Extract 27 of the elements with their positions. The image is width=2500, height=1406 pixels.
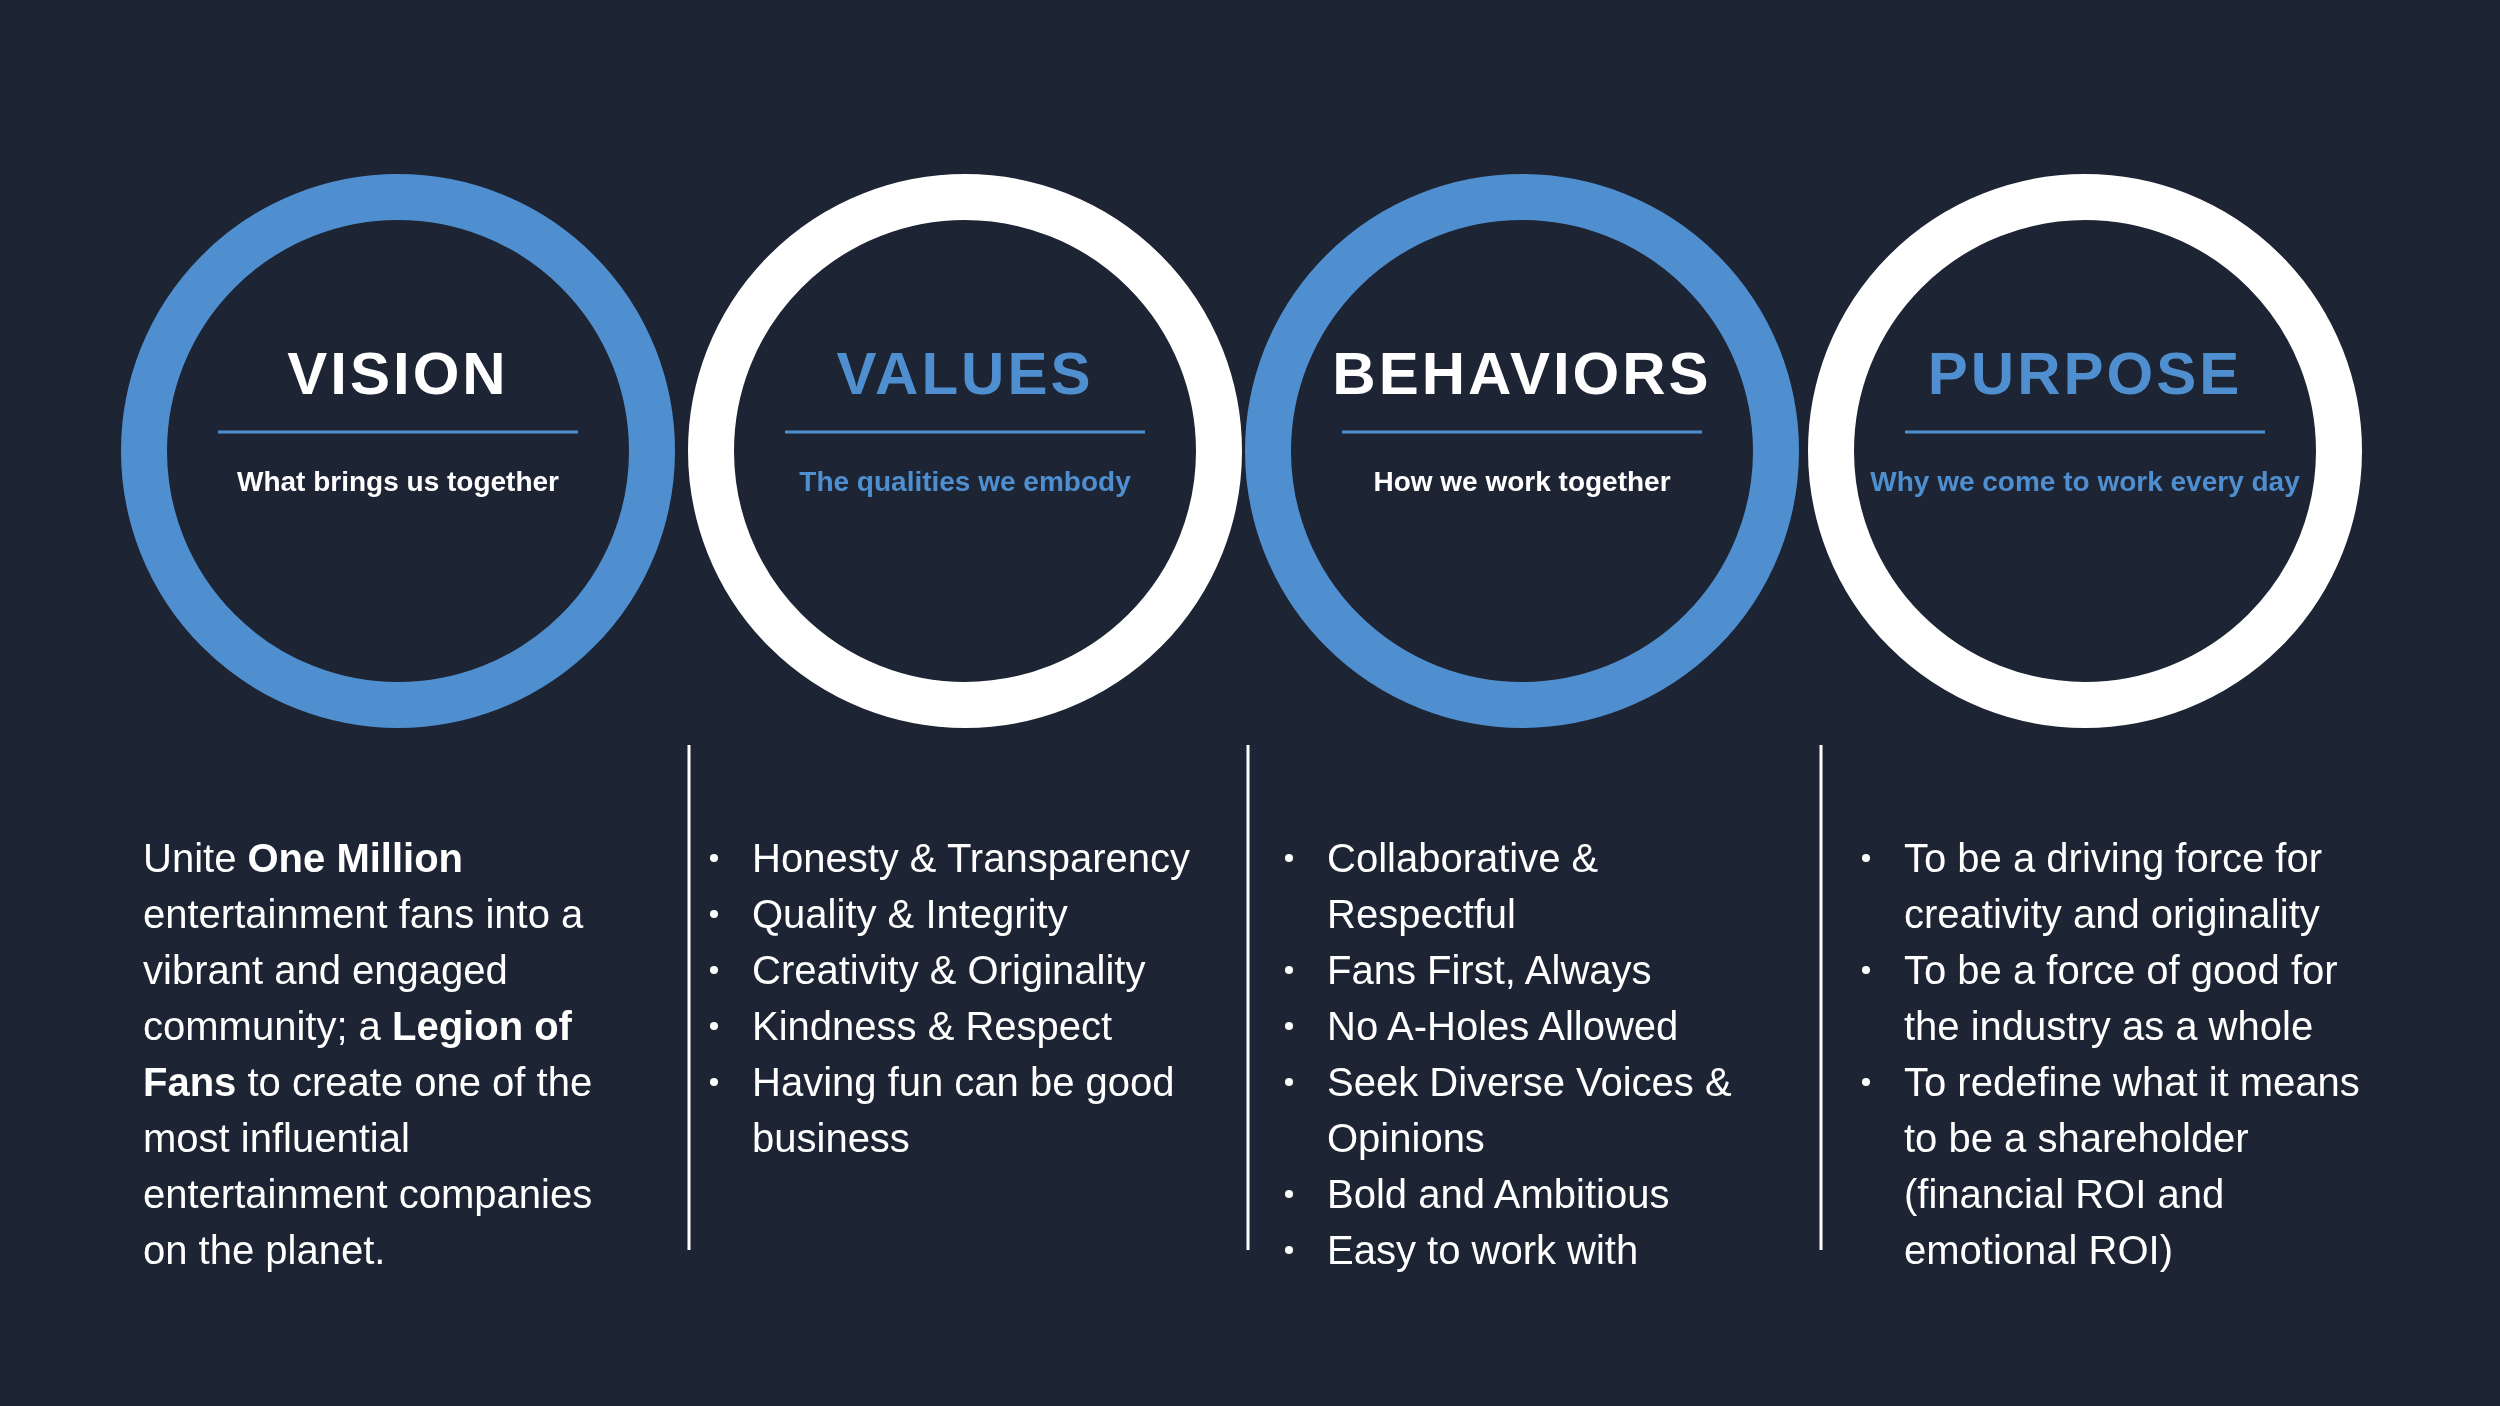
circle-heading: VALUES [836, 344, 1094, 404]
circle-subtitle: How we work together [1372, 465, 1672, 499]
circle-heading: PURPOSE [1927, 344, 2243, 404]
circle-subtitle: What brings us together [236, 465, 560, 499]
bullet-text: Seek Diverse Voices & Opinions [1327, 1059, 1733, 1162]
circle-subtitle: Why we come to work every day [1869, 465, 2301, 499]
bullet-text: Easy to work with [1327, 1227, 1639, 1274]
ring-circle [121, 174, 675, 728]
ring-circle [688, 174, 1242, 728]
bullet-text: Collaborative & Respectful [1327, 835, 1600, 938]
bullet-text: Kindness & Respect [752, 1003, 1113, 1050]
bullet-text: Creativity & Originality [752, 947, 1146, 994]
bullet-text: To be a force of good for the industry as a whole [1904, 947, 2339, 1050]
vision-statement: Unite One Million entertainment fans into a vibrant and engaged community; a Legion of Fans to create one of the most influential entertainment companies on the planet. [143, 835, 594, 1274]
bullet-text: To be a driving force for creativity and originality [1904, 835, 2323, 938]
bullet-text: To redefine what it means to be a shareholder (financial ROI and emotional ROI) [1904, 1059, 2361, 1274]
bullet-text: Bold and Ambitious [1327, 1171, 1670, 1218]
ring-circle [1245, 174, 1799, 728]
bullet-text: Fans First, Always [1327, 947, 1652, 994]
circle-heading: VISION [287, 344, 509, 404]
bullet-text: No A-Holes Allowed [1327, 1003, 1679, 1050]
bullet-text: Honesty & Transparency [752, 835, 1190, 882]
circle-heading: BEHAVIORS [1332, 344, 1712, 404]
circle-subtitle: The qualities we embody [798, 465, 1132, 499]
bullet-text: Quality & Integrity [752, 891, 1068, 938]
bullet-text: Having fun can be good business [752, 1059, 1176, 1162]
ring-circle [1808, 174, 2362, 728]
